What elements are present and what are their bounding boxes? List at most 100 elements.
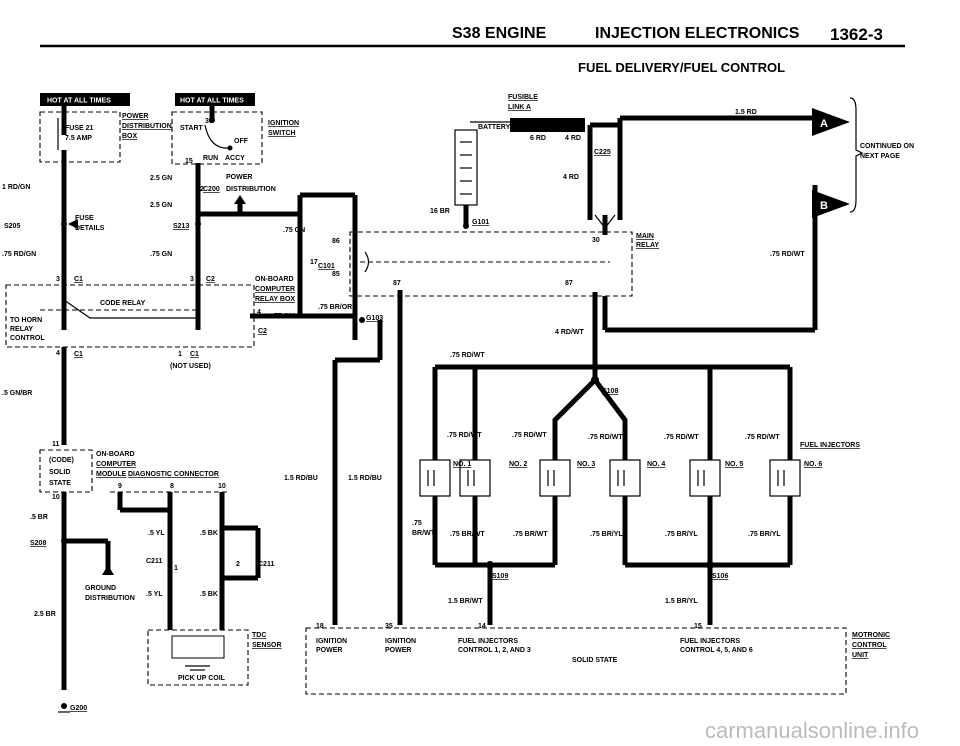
svg-text:MAIN: MAIN: [636, 233, 654, 240]
svg-text:(NOT USED): (NOT USED): [170, 363, 211, 370]
svg-text:1.5 RD/BU: 1.5 RD/BU: [284, 475, 318, 482]
svg-text:C200: C200: [203, 186, 220, 193]
svg-text:S108: S108: [602, 388, 618, 395]
svg-text:.75 GN: .75 GN: [150, 251, 172, 258]
svg-text:ON-BOARD: ON-BOARD: [96, 451, 135, 458]
svg-text:C2: C2: [258, 328, 267, 335]
injector-3: [539, 459, 571, 497]
svg-text:.75 RD/WT: .75 RD/WT: [588, 434, 623, 441]
svg-text:RELAY: RELAY: [636, 242, 659, 249]
svg-text:.75 RD/WT: .75 RD/WT: [450, 352, 485, 359]
svg-text:G200: G200: [70, 705, 87, 712]
svg-text:4 RD/WT: 4 RD/WT: [555, 329, 585, 336]
power-distribution-box: [39, 111, 121, 163]
svg-text:NO. 1: NO. 1: [453, 461, 471, 468]
svg-text:DIAGNOSTIC CONNECTOR: DIAGNOSTIC CONNECTOR: [128, 471, 219, 478]
svg-text:6 RD: 6 RD: [530, 135, 546, 142]
svg-text:BATTERY: BATTERY: [478, 124, 511, 131]
svg-text:.75: .75: [412, 520, 422, 527]
svg-text:.5 GN/BR: .5 GN/BR: [2, 390, 32, 397]
svg-text:.75 BR/WT: .75 BR/WT: [450, 531, 485, 538]
svg-text:.75 RD/GN: .75 RD/GN: [2, 251, 36, 258]
svg-text:LINK A: LINK A: [508, 104, 531, 111]
svg-text:COMPUTER: COMPUTER: [96, 461, 136, 468]
tdc-sensor-box: [147, 629, 249, 686]
connector-a: [812, 108, 850, 136]
svg-text:.75 BR/OR: .75 BR/OR: [318, 304, 352, 311]
svg-text:10: 10: [52, 494, 60, 501]
svg-text:1: 1: [178, 351, 182, 358]
svg-text:S106: S106: [712, 573, 728, 580]
diagram-subtitle: FUEL DELIVERY/FUEL CONTROL: [578, 60, 785, 75]
svg-text:8: 8: [170, 483, 174, 490]
svg-text:.5 BK: .5 BK: [200, 591, 218, 598]
svg-text:C1: C1: [74, 276, 83, 283]
svg-text:18: 18: [316, 623, 324, 630]
svg-text:S205: S205: [4, 223, 20, 230]
injector-1: [419, 459, 451, 497]
svg-text:CONTROL 4, 5, AND 6: CONTROL 4, 5, AND 6: [680, 647, 753, 654]
svg-text:86: 86: [332, 238, 340, 245]
svg-text:3: 3: [190, 276, 194, 283]
svg-text:FUEL INJECTORS: FUEL INJECTORS: [458, 638, 518, 645]
svg-text:.75 GN: .75 GN: [283, 227, 305, 234]
svg-text:PICK UP COIL: PICK UP COIL: [178, 675, 226, 682]
svg-text:.5 YL: .5 YL: [146, 591, 163, 598]
svg-text:COMPUTER: COMPUTER: [255, 286, 295, 293]
svg-text:4 RD: 4 RD: [565, 135, 581, 142]
injector-4: [609, 459, 641, 497]
svg-text:RUN: RUN: [203, 155, 218, 162]
svg-text:START: START: [180, 125, 204, 132]
svg-text:CONTINUED ON: CONTINUED ON: [860, 143, 914, 150]
svg-text:1.5 RD/BU: 1.5 RD/BU: [348, 475, 382, 482]
svg-text:UNIT: UNIT: [852, 652, 869, 659]
svg-text:CONTROL 1, 2, AND 3: CONTROL 1, 2, AND 3: [458, 647, 531, 654]
svg-text:G101: G101: [472, 219, 489, 226]
section-title: INJECTION ELECTRONICS: [595, 25, 800, 42]
svg-text:.5 YL: .5 YL: [148, 530, 165, 537]
svg-text:(CODE): (CODE): [49, 457, 74, 464]
svg-text:MOTRONIC: MOTRONIC: [852, 632, 890, 639]
svg-text:STATE: STATE: [49, 480, 71, 487]
svg-text:CONTROL: CONTROL: [10, 335, 45, 342]
svg-text:35: 35: [385, 623, 393, 630]
engine-title: S38 ENGINE: [452, 25, 547, 42]
svg-text:.75 BR/YL: .75 BR/YL: [748, 531, 781, 538]
svg-text:2.5 GN: 2.5 GN: [150, 175, 172, 182]
svg-text:10: 10: [218, 483, 226, 490]
svg-text:.75 RD/WT: .75 RD/WT: [770, 251, 805, 258]
svg-text:30: 30: [592, 237, 600, 244]
svg-text:FUSE: FUSE: [75, 215, 94, 222]
svg-text:DISTRIBUTION: DISTRIBUTION: [226, 186, 276, 193]
svg-text:DISTRIBUTION: DISTRIBUTION: [122, 123, 172, 130]
svg-text:85: 85: [332, 271, 340, 278]
svg-text:.75 RD/WT: .75 RD/WT: [745, 434, 780, 441]
hot-tag-2-text: HOT AT ALL TIMES: [180, 98, 244, 105]
svg-text:87: 87: [565, 280, 573, 287]
svg-text:4: 4: [56, 350, 60, 357]
watermark: carmanualsonline.info: [705, 718, 919, 743]
svg-text:S213: S213: [173, 223, 189, 230]
svg-text:1.5 RD: 1.5 RD: [735, 109, 757, 116]
svg-text:30: 30: [205, 118, 213, 125]
svg-text:IGNITION: IGNITION: [268, 120, 299, 127]
svg-text:NO. 2: NO. 2: [509, 461, 527, 468]
svg-text:SWITCH: SWITCH: [268, 130, 296, 137]
svg-text:IGNITION: IGNITION: [316, 638, 347, 645]
svg-text:9: 9: [118, 483, 122, 490]
svg-text:.5 BR: .5 BR: [30, 514, 48, 521]
connector-b: [812, 190, 850, 218]
svg-text:14: 14: [478, 623, 486, 630]
svg-text:C225: C225: [594, 149, 611, 156]
svg-text:1.5 BR/WT: 1.5 BR/WT: [448, 598, 483, 605]
hot-tag-2: [175, 93, 255, 106]
main-relay-box: [349, 231, 633, 297]
svg-text:B: B: [820, 200, 828, 212]
injector-5: [689, 459, 721, 497]
svg-text:4 RD: 4 RD: [563, 174, 579, 181]
svg-text:SOLID: SOLID: [49, 469, 70, 476]
svg-text:C101: C101: [318, 263, 335, 270]
svg-text:DISTRIBUTION: DISTRIBUTION: [85, 595, 135, 602]
svg-text:IGNITION: IGNITION: [385, 638, 416, 645]
svg-text:.75 BR/YL: .75 BR/YL: [590, 531, 623, 538]
